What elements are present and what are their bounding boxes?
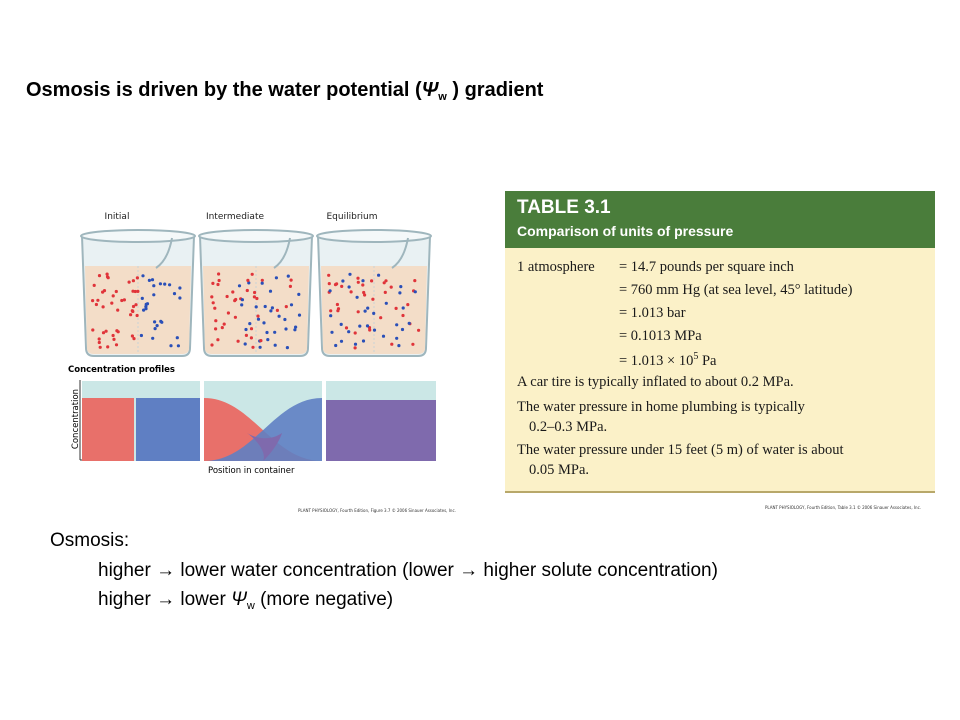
title-suffix: ) gradient <box>446 79 544 101</box>
table-caption: Comparison of units of pressure <box>517 223 734 239</box>
table-bottom-rule <box>505 491 935 493</box>
osmosis-heading: Osmosis: <box>50 530 130 551</box>
concentration-profiles-chart <box>79 380 436 461</box>
beaker-intermediate <box>198 229 314 357</box>
beaker-initial <box>80 229 196 357</box>
beakers-illustration <box>80 229 432 357</box>
figure-credit: PLANT PHYSIOLOGY, Fourth Edition, Figure… <box>298 508 456 513</box>
profile-equilibrium <box>326 381 436 461</box>
stage-label-intermediate: Intermediate <box>205 212 265 222</box>
profile-initial <box>82 381 200 461</box>
psi-symbol: Ψ <box>421 79 439 101</box>
table-row-value: = 1.013 × 105 Pa <box>619 351 716 370</box>
psi-subscript: w <box>438 91 447 103</box>
bullet-water-potential: higher → lower Ψw (more negative) <box>98 589 393 612</box>
table-row-term: 1 atmosphere <box>517 259 595 275</box>
profile-intermediate-solute-curve <box>204 398 322 461</box>
table-note-plumbing-cont: 0.2–0.3 MPa. <box>529 419 608 435</box>
table-credit: PLANT PHYSIOLOGY, Fourth Edition, Table … <box>765 505 922 510</box>
position-axis-label: Position in container <box>208 466 295 476</box>
psi-symbol: Ψ <box>231 589 247 610</box>
profile-equilibrium-mixed-block <box>326 400 436 461</box>
bullet-wp-suffix: (more negative) <box>254 589 394 610</box>
concentration-profiles-title: Concentration profiles <box>68 365 175 375</box>
profile-initial-solute-block <box>136 398 200 461</box>
table-header: TABLE 3.1 Comparison of units of pressur… <box>505 191 935 248</box>
profile-intermediate-water-curve <box>204 398 322 461</box>
table-row-value: = 1.013 bar <box>619 305 686 321</box>
beaker-equilibrium <box>316 229 432 357</box>
osmosis-figure: Initial Intermediate Equilibrium Concent… <box>62 208 456 520</box>
table-row-value: = 760 mm Hg (at sea level, 45° latitude) <box>619 282 853 298</box>
profile-initial-water-block <box>82 398 134 461</box>
bullet-wp-prefix: higher → lower <box>98 589 232 610</box>
table-note-plumbing: The water pressure in home plumbing is t… <box>517 399 805 415</box>
stage-label-initial: Initial <box>104 212 130 222</box>
profile-intermediate <box>204 381 322 461</box>
profile-intermediate-overlap <box>247 433 282 461</box>
pa-exponent: 5 <box>693 351 699 362</box>
table-number: TABLE 3.1 <box>517 197 611 218</box>
bullet-concentration: higher → lower water concentration (lowe… <box>98 560 718 581</box>
psi-subscript: w <box>246 600 255 612</box>
table-row-value: = 14.7 pounds per square inch <box>619 259 794 275</box>
stage-label-equilibrium: Equilibrium <box>326 212 378 222</box>
slide-title: Osmosis is driven by the water potential… <box>26 79 543 103</box>
pa-unit: Pa <box>698 352 717 369</box>
table-note-car-tire: A car tire is typically inflated to abou… <box>517 374 794 390</box>
table-row-value: = 0.1013 MPa <box>619 328 702 344</box>
title-prefix: Osmosis is driven by the water potential… <box>26 79 422 101</box>
table-note-underwater: The water pressure under 15 feet (5 m) o… <box>517 442 844 458</box>
pressure-units-table: TABLE 3.1 Comparison of units of pressur… <box>505 191 935 493</box>
table-note-underwater-cont: 0.05 MPa. <box>529 462 590 478</box>
pa-value: = 1.013 × 10 <box>619 352 694 369</box>
